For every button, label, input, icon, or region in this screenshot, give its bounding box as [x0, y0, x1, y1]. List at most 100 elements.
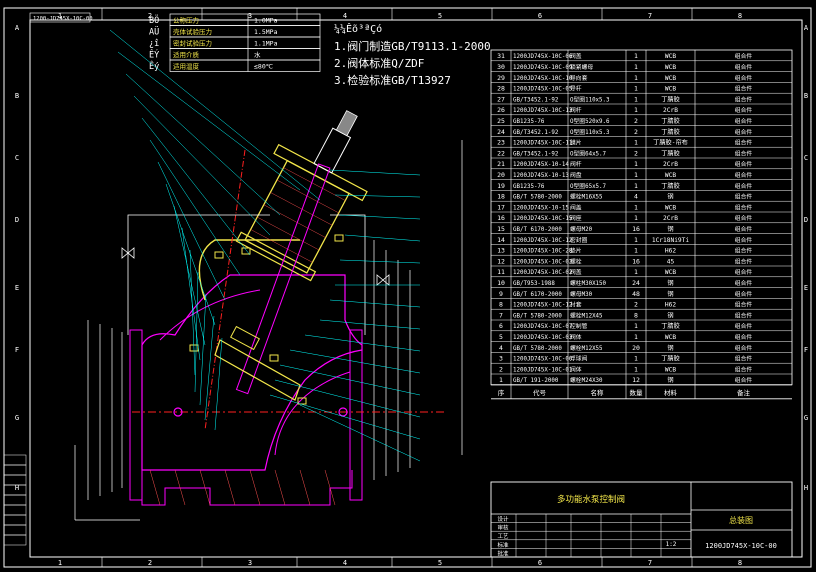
- bom-cell-code: 1200JD745X-10C-06: [513, 54, 573, 60]
- bom-cell-no: 16: [497, 214, 505, 222]
- title-block: 多功能水泵控制阀总装图1200JD745X-10C-001:2设计审核工艺标准批…: [490, 481, 793, 558]
- base-hatch: [174, 469, 186, 506]
- bom-cell-code: 1200JD745X-10C-15: [513, 216, 573, 222]
- leader-line: [173, 205, 206, 346]
- side-stamp-box: [3, 524, 27, 536]
- bom-cell-material: 丁腈胶-帘布: [653, 139, 688, 147]
- leader-line: [334, 194, 421, 198]
- valve-body-neck: [198, 239, 300, 301]
- bom-cell-code: 1200JD745X-10C-28: [513, 249, 573, 255]
- bom-cell-material: 2CrB: [663, 215, 678, 222]
- bom-cell-material: WCB: [665, 172, 676, 179]
- bom-cell-name: 螺栓M12X55: [570, 344, 603, 352]
- bom-cell-qty: 2: [634, 149, 638, 157]
- bom-cell-name: 阀杆: [570, 106, 582, 114]
- bom-cell-no: 19: [497, 182, 505, 190]
- bonnet-hatch: [250, 229, 313, 263]
- bom-cell-remark: 组合件: [735, 290, 753, 298]
- bom-cell-material: WCB: [665, 204, 676, 211]
- spec-name: 密封试验压力: [173, 39, 212, 48]
- bom-cell-material: 钢: [667, 193, 673, 201]
- right-bolt-hole: [338, 407, 348, 417]
- bom-cell-no: 23: [497, 139, 505, 147]
- drawing-code-box: [29, 12, 91, 23]
- bom-cell-material: 钢: [667, 344, 673, 352]
- bom-header-cell: 代号: [533, 388, 547, 397]
- spec-name: 壳体试验压力: [173, 27, 212, 36]
- bom-cell-name: 阀体: [570, 365, 582, 373]
- leader-line: [269, 394, 421, 440]
- bom-cell-code: 1200JD745X-10C-09: [513, 65, 573, 71]
- leader-line: [189, 249, 196, 376]
- bom-header-cell: 名称: [591, 388, 605, 397]
- bom-cell-material: WCB: [665, 334, 676, 341]
- bom-cell-name: 螺栓M12X45: [570, 311, 603, 319]
- bom-cell-remark: 组合件: [735, 85, 753, 93]
- bom-cell-code: GB/T 5780-2000: [513, 313, 562, 319]
- leader-line: [109, 29, 321, 201]
- bom-cell-remark: 组合件: [735, 225, 753, 233]
- bom-cell-code: 1200JD745X-10C-00: [513, 357, 573, 363]
- bom-cell-qty: 1: [634, 214, 638, 222]
- row-letter-left: C: [15, 154, 19, 162]
- base-hatch: [274, 469, 286, 506]
- bom-cell-no: 7: [499, 311, 503, 319]
- bom-cell-qty: 1: [634, 63, 638, 71]
- bom-cell-material: 丁腈胶: [661, 182, 680, 190]
- bom-cell-name: 阀盖: [570, 52, 582, 60]
- leader-lines: [109, 29, 421, 462]
- leader-line: [165, 183, 216, 326]
- bom-cell-no: 17: [497, 203, 505, 211]
- notes-title: ¼¼Êõ³ªÇó: [334, 22, 382, 35]
- bom-header-cell: 材料: [664, 388, 678, 397]
- bom-cell-material: 钢: [667, 376, 673, 384]
- leader-line: [339, 259, 421, 264]
- bom-cell-remark: 组合件: [735, 160, 753, 168]
- bom-cell-remark: 组合件: [735, 257, 753, 265]
- leader-line: [194, 271, 199, 393]
- column-number-bottom: 4: [343, 559, 347, 567]
- bom-cell-qty: 1: [634, 355, 638, 363]
- column-number-top: 2: [148, 12, 152, 20]
- notes-item: 2.阀体标准Q/ZDF: [334, 56, 424, 70]
- spec-value: 1.0MPa: [254, 17, 278, 25]
- bom-cell-code: 1200JD745X-10C-10: [513, 76, 573, 82]
- product-name: 多功能水泵控制阀: [557, 494, 625, 505]
- notes-item: 3.检验标准GB/T13927: [334, 73, 451, 87]
- leader-line: [274, 379, 421, 418]
- drawing-code: 1200JD745X-10C-00: [705, 542, 777, 550]
- base-hatch: [249, 469, 261, 506]
- bonnet-hatch: [263, 204, 326, 238]
- bom-cell-name: 衬套: [570, 301, 582, 309]
- column-number-bottom: 2: [148, 559, 152, 567]
- bom-cell-code: 1200JD745X-10-15: [513, 205, 569, 211]
- stem-centerline: [204, 149, 246, 431]
- spec-row-box: [169, 59, 321, 72]
- bom-cell-qty: 1: [634, 85, 638, 93]
- bom-cell-name: 阀杆: [570, 160, 582, 168]
- bonnet-housing: [244, 159, 350, 274]
- bom-cell-no: 3: [499, 355, 503, 363]
- bom-cell-no: 11: [497, 268, 505, 276]
- bom-cell-qty: 24: [632, 279, 640, 287]
- bom-cell-no: 25: [497, 117, 505, 125]
- bom-cell-qty: 16: [632, 257, 640, 265]
- bom-cell-qty: 1: [634, 139, 638, 147]
- valve-assembly: [74, 110, 463, 521]
- bom-cell-material: H62: [665, 248, 676, 255]
- leader-line: [117, 51, 301, 191]
- spec-name: 适用温度: [173, 62, 200, 71]
- bom-cell-no: 4: [499, 344, 503, 352]
- fastener: [269, 354, 279, 362]
- bom-cell-no: 14: [497, 236, 505, 244]
